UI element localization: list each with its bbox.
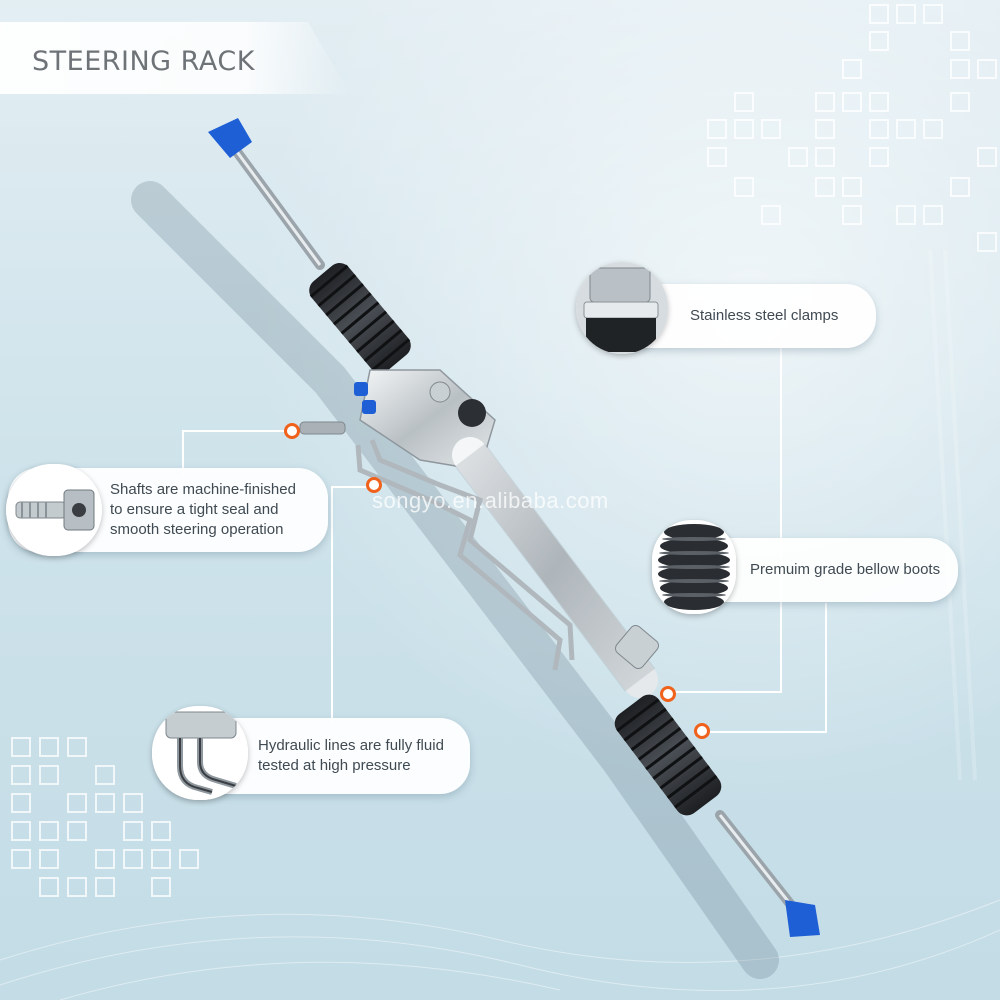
- callout-shafts-line-1: Shafts are machine-finished: [110, 481, 296, 498]
- watermark: songyo.en.alibaba.com: [372, 488, 609, 513]
- marker-clamps: [660, 686, 676, 702]
- bellow-boot-icon: [652, 520, 736, 614]
- marker-shafts: [284, 423, 300, 439]
- threaded-shaft-icon: [6, 464, 102, 556]
- marker-boots: [694, 723, 710, 739]
- callout-hydraulic-line-1: Hydraulic lines are fully fluid: [258, 737, 444, 754]
- callout-shafts-line-3: smooth steering operation: [110, 521, 284, 538]
- steel-clamp-icon: [576, 262, 668, 354]
- marker-hydraulic: [366, 477, 382, 493]
- hydraulic-line-icon: [152, 706, 248, 800]
- callout-hydraulic-line-2: tested at high pressure: [258, 757, 411, 774]
- callout-shafts-line-2: to ensure a tight seal and: [110, 501, 279, 518]
- callout-boots-text: Premuim grade bellow boots: [750, 561, 941, 578]
- title-banner: [0, 22, 350, 94]
- page-title: STEERING RACK: [32, 46, 255, 77]
- callout-clamps-text: Stainless steel clamps: [690, 307, 839, 324]
